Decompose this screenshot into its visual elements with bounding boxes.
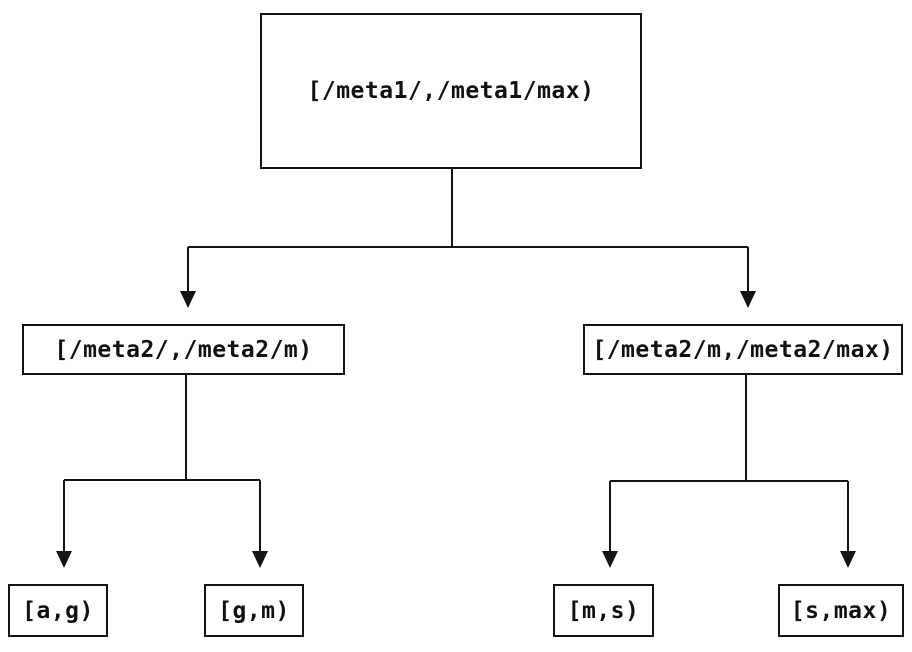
tree-leaf-gm: [g,m) [204,584,304,637]
tree-leaf-ms: [m,s) [553,584,654,637]
tree-node-meta2-low-label: [/meta2/,/meta2/m) [54,336,313,363]
tree-leaf-ms-label: [m,s) [567,597,640,624]
tree-leaf-smax: [s,max) [778,584,904,637]
tree-leaf-ag-label: [a,g) [22,597,94,624]
arrowhead-meta2-low [180,291,196,308]
tree-node-meta2-low: [/meta2/,/meta2/m) [22,324,345,375]
tree-node-root: [/meta1/,/meta1/max) [260,13,642,169]
tree-node-meta2-high: [/meta2/m,/meta2/max) [583,324,903,375]
arrowhead-leaf-ms [602,551,618,568]
tree-node-root-label: [/meta1/,/meta1/max) [307,78,595,104]
tree-leaf-ag: [a,g) [8,584,108,637]
arrowhead-leaf-ag [56,551,72,568]
tree-node-meta2-high-label: [/meta2/m,/meta2/max) [592,336,894,363]
arrowhead-meta2-high [740,291,756,308]
tree-leaf-gm-label: [g,m) [218,597,290,624]
tree-leaf-smax-label: [s,max) [790,597,892,624]
arrowhead-leaf-smax [840,551,856,568]
arrowhead-leaf-gm [252,551,268,568]
